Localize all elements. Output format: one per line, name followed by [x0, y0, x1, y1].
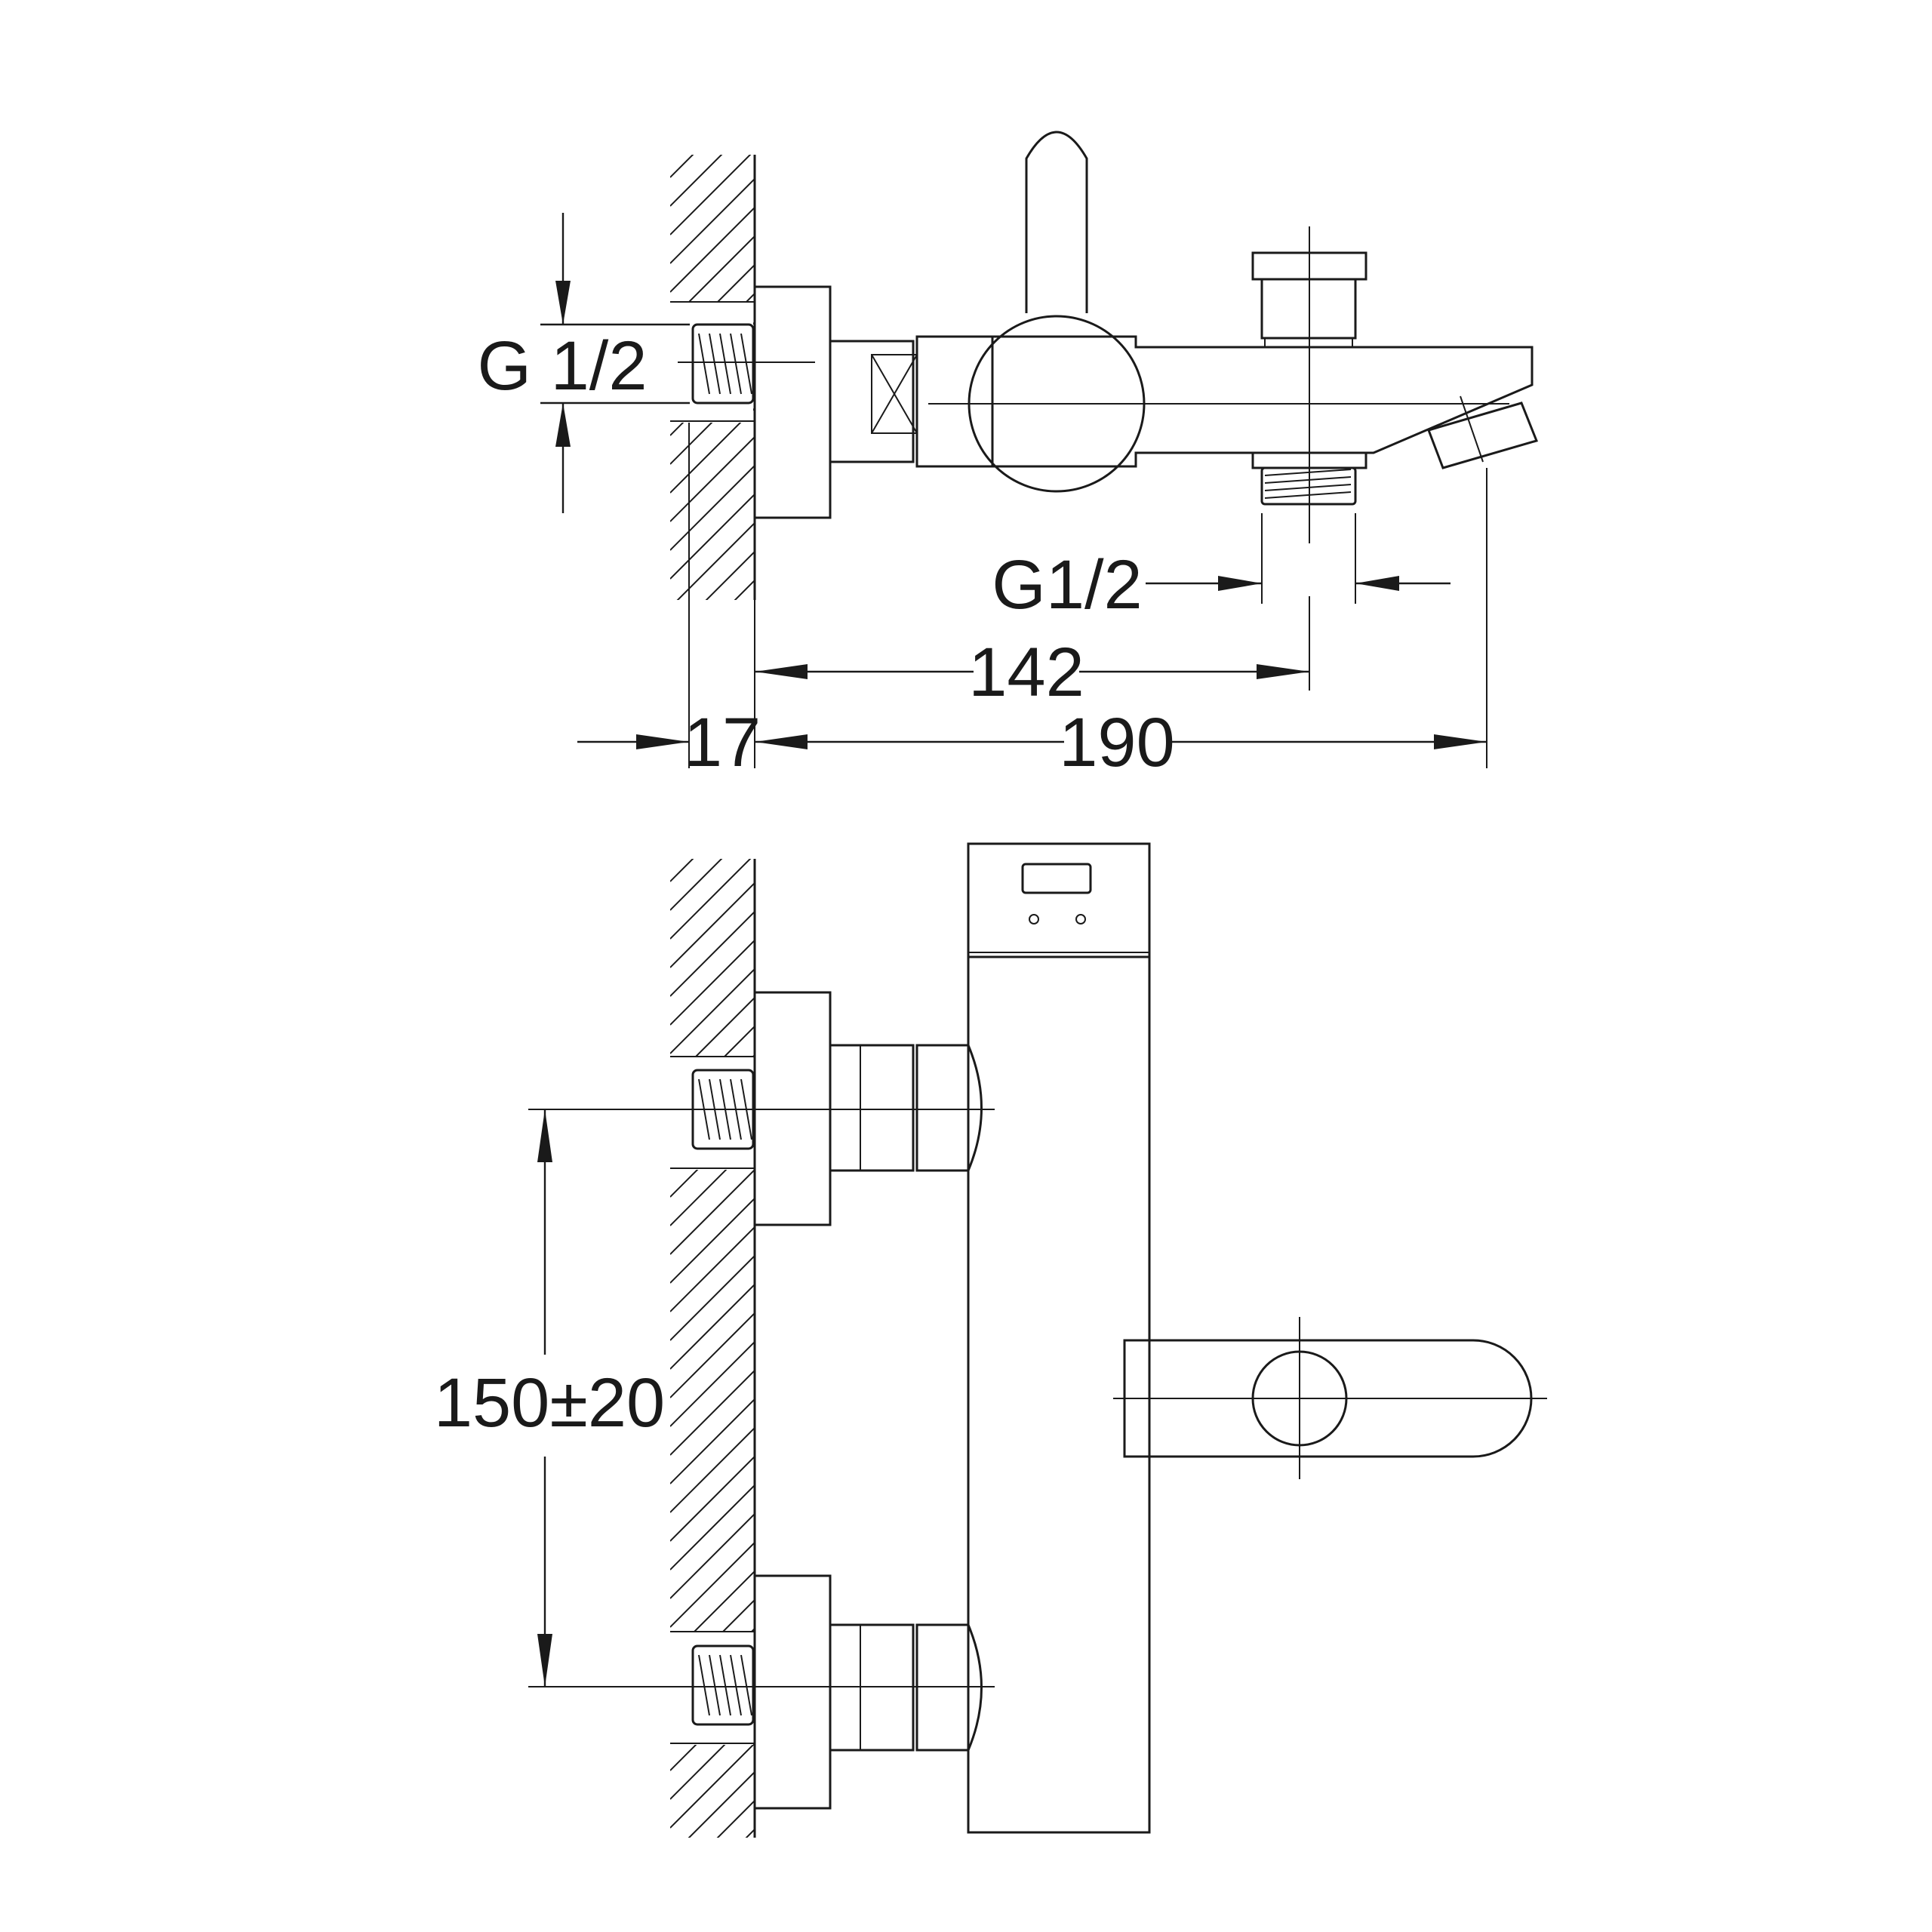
hatch-line: [670, 1226, 755, 1312]
hatch-line: [670, 859, 752, 940]
hatch-line: [670, 1198, 755, 1284]
hatch-line: [670, 609, 755, 694]
connector-nut-top: [829, 340, 915, 463]
hatch-line: [670, 968, 755, 1054]
hatch-line: [688, 1771, 755, 1838]
dim-inlet-thread: G 1/2: [477, 213, 690, 513]
hatch-line: [716, 1800, 755, 1838]
hatch-line: [670, 1542, 755, 1628]
hatch-line: [670, 465, 755, 551]
hatch-line: [670, 1169, 755, 1255]
hatch-line: [670, 1341, 755, 1427]
hatch-line: [670, 436, 755, 522]
wall-hatching-bottom: [670, 859, 755, 1932]
hatch-line: [670, 1743, 755, 1829]
indicator-dot: [1075, 914, 1086, 924]
plan-view: 150±20: [434, 842, 1547, 1932]
hatch-line: [670, 1513, 755, 1599]
hatch-line: [670, 1255, 755, 1341]
wall-opening-upper: [670, 1057, 753, 1170]
lever-handle-top: [1025, 131, 1088, 313]
mixer-body-bottom: [967, 955, 1151, 1834]
hatch-line: [670, 859, 694, 882]
mixer-body-top: [992, 335, 1534, 468]
hatch-line: [676, 522, 755, 600]
hatch-line: [670, 1456, 755, 1542]
hatch-line: [705, 551, 755, 600]
inlet-thread-label: G 1/2: [477, 328, 647, 405]
thermostat-head: [967, 842, 1151, 958]
hatch-line: [670, 1284, 755, 1370]
hatch-line: [670, 155, 694, 178]
hatch-line: [734, 580, 755, 600]
hatch-line: [670, 64, 755, 149]
dim-outlet-thread: G1/2: [992, 546, 1451, 623]
dim-142: 142: [755, 634, 1309, 711]
dim-17-190: 17 190: [577, 704, 1487, 781]
hatch-line: [670, 178, 755, 264]
outlet-thread-label: G1/2: [992, 546, 1142, 623]
hatch-line: [670, 1427, 755, 1513]
inlet-spacing-label: 150±20: [434, 1364, 665, 1441]
hatch-line: [670, 911, 755, 997]
dim-190-label: 190: [1059, 704, 1175, 781]
dim-inlet-spacing: 150±20: [434, 1109, 665, 1687]
body-start-top: [915, 335, 994, 468]
hatch-line: [670, 1484, 755, 1571]
wall-flange-top: [753, 285, 832, 519]
hatch-line: [670, 859, 723, 911]
hatch-line: [670, 494, 755, 580]
hatch-line: [745, 1829, 755, 1838]
hatch-line: [670, 1370, 755, 1456]
hatch-line: [670, 1398, 755, 1484]
hatch-line: [670, 207, 755, 293]
wall-opening-lower: [670, 1632, 753, 1745]
display-window: [1021, 863, 1092, 894]
spout-nozzle-top: [1427, 401, 1539, 469]
dim-17-label: 17: [684, 704, 761, 781]
hatch-line: [670, 1312, 755, 1398]
hatch-line: [670, 155, 752, 235]
spout-plan: [1113, 1317, 1547, 1479]
hatch-line: [670, 940, 755, 1026]
hatch-line: [670, 882, 755, 968]
hatch-line: [670, 1858, 755, 1932]
side-view: G 1/2 G1/2 142 17 190: [477, 64, 1539, 781]
dim-142-label: 142: [968, 634, 1084, 711]
hatch-line: [670, 155, 723, 207]
inlet-thread-top: [691, 323, 755, 405]
indicator-dot: [1029, 914, 1039, 924]
